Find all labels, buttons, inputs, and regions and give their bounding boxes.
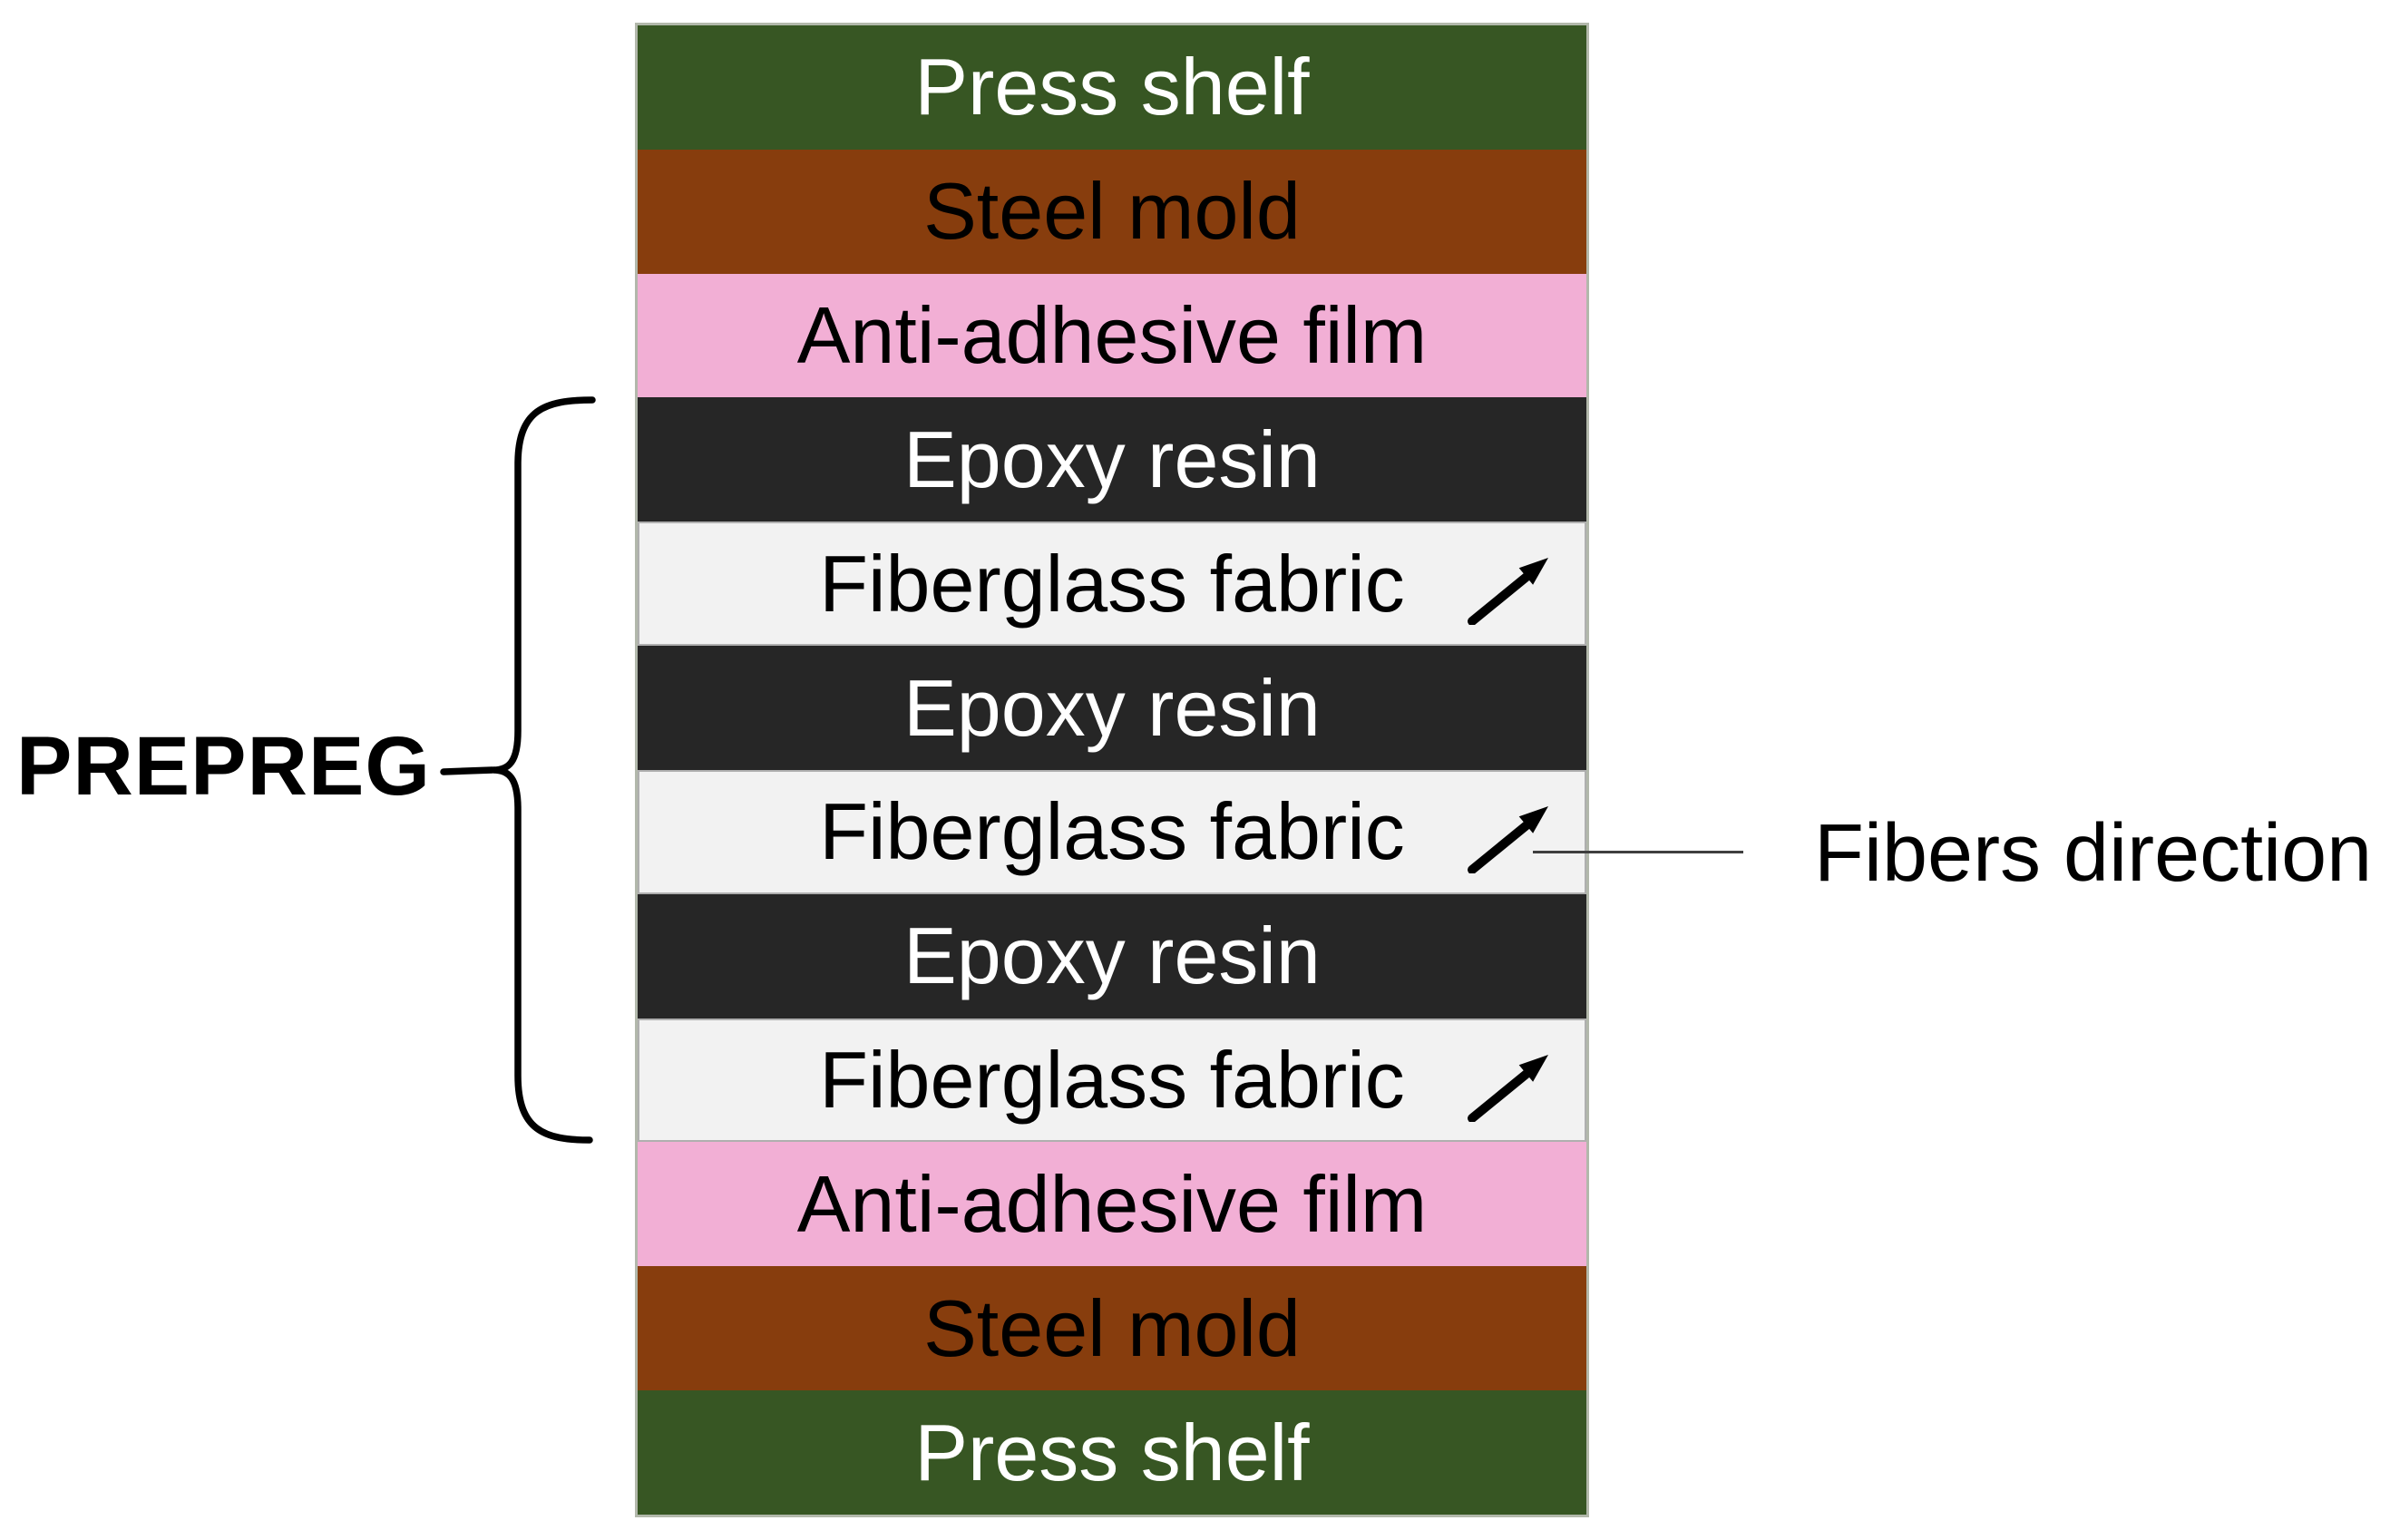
layer-label: Anti-adhesive film [796, 1158, 1428, 1249]
layer-stack: Press shelf Steel mold Anti-adhesive fil… [635, 23, 1589, 1517]
layer-row: Press shelf [638, 1390, 1586, 1515]
layer-row: Anti-adhesive film [638, 1142, 1586, 1267]
layer-label: Anti-adhesive film [796, 290, 1428, 381]
layer-row: Epoxy resin [638, 893, 1586, 1019]
layer-label: Press shelf [914, 1407, 1310, 1497]
layer-row: Anti-adhesive film [638, 273, 1586, 398]
prepreg-label: PREPREG [16, 720, 431, 813]
layer-row: Steel mold [638, 149, 1586, 274]
layer-label: Epoxy resin [903, 414, 1321, 504]
layer-label: Epoxy resin [903, 662, 1321, 753]
layer-label: Fiberglass fabric [819, 1035, 1405, 1126]
layer-row: Fiberglass fabric [638, 1018, 1586, 1143]
fibers-direction-connector-line [1533, 851, 1743, 853]
layer-label: Press shelf [914, 42, 1310, 132]
layer-label: Fiberglass fabric [819, 538, 1405, 629]
layer-row: Epoxy resin [638, 646, 1586, 770]
layer-label: Steel mold [923, 1282, 1301, 1373]
fiber-direction-arrow-icon [1468, 558, 1548, 626]
layer-row: Fiberglass fabric [638, 769, 1586, 894]
fiber-direction-arrow-icon [1468, 805, 1548, 873]
fibers-direction-label: Fibers direction [1814, 808, 2373, 899]
layer-row: Press shelf [638, 25, 1586, 150]
fiber-direction-arrow-icon [1468, 1054, 1548, 1122]
layer-label: Steel mold [923, 166, 1301, 257]
layer-row: Epoxy resin [638, 397, 1586, 522]
layer-label: Epoxy resin [903, 911, 1321, 1001]
layer-label: Fiberglass fabric [819, 786, 1405, 877]
layer-row: Fiberglass fabric [638, 521, 1586, 647]
layer-row: Steel mold [638, 1266, 1586, 1391]
